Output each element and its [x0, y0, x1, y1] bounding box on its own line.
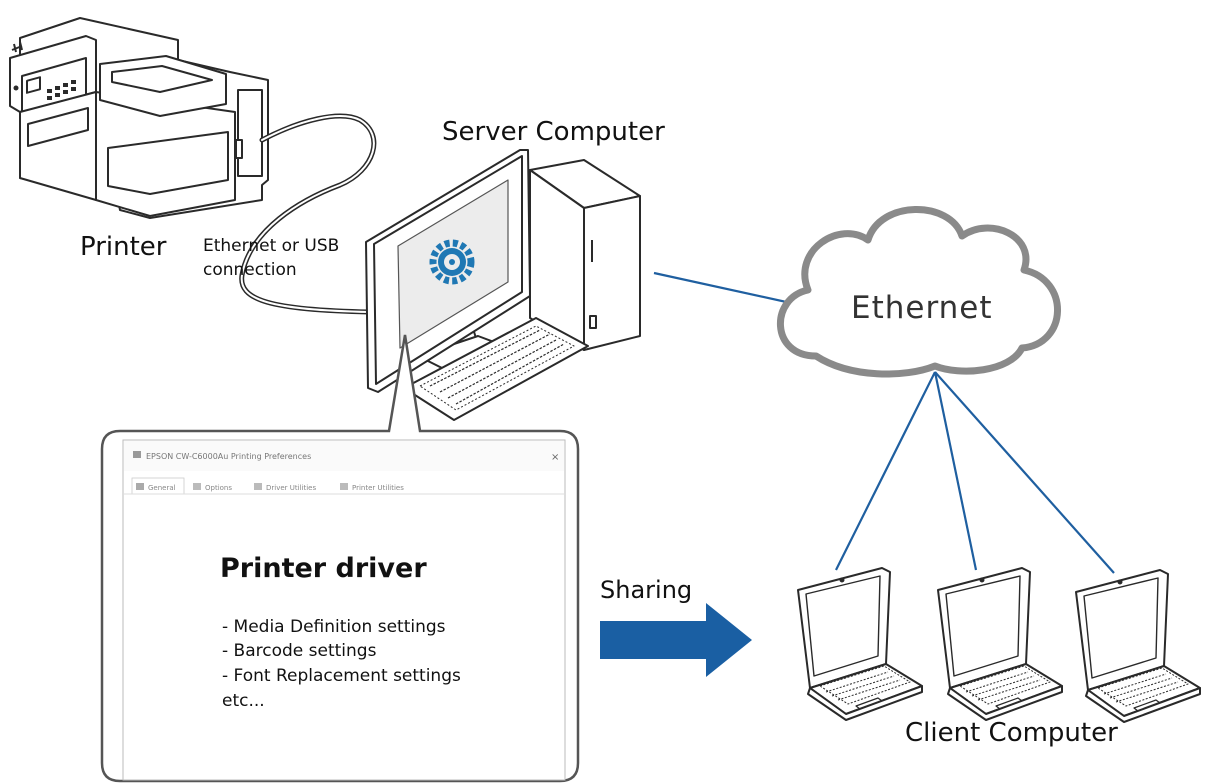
keyboard-icon: [403, 317, 589, 421]
tab-options-icon: [193, 483, 201, 490]
cloud-to-client-3-link: [934, 371, 1115, 574]
dialog-app-icon: [133, 451, 141, 458]
dialog-title: EPSON CW-C6000Au Printing Preferences: [146, 452, 311, 461]
driver-item-font: - Font Replacement settings: [222, 666, 461, 686]
dialog-close-icon[interactable]: ×: [551, 452, 559, 463]
server-to-cloud-link: [653, 271, 801, 307]
tab-driver-utilities-icon: [254, 483, 262, 490]
driver-item-media: - Media Definition settings: [222, 617, 446, 637]
driver-heading: Printer driver: [220, 553, 427, 584]
tab-printer-utilities[interactable]: Printer Utilities: [352, 484, 404, 492]
cloud-to-client-2-link: [933, 371, 978, 571]
sharing-label: Sharing: [600, 576, 692, 604]
driver-item-barcode: - Barcode settings: [222, 641, 377, 661]
connection-label-line1: Ethernet or USB: [203, 236, 339, 256]
connection-label-line2: connection: [203, 260, 297, 280]
tab-options[interactable]: Options: [205, 484, 232, 492]
tab-printer-utilities-icon: [340, 483, 348, 490]
client-laptop-3: [1075, 569, 1201, 723]
ethernet-links: [653, 271, 1115, 574]
printer-icon: [9, 17, 269, 219]
client-laptop-1: [797, 567, 923, 721]
ethernet-cloud-icon: [777, 206, 1061, 378]
sharing-arrow: [600, 603, 752, 677]
client-label: Client Computer: [905, 718, 1118, 748]
server-tower-icon: [529, 159, 641, 351]
client-laptop-2: [937, 567, 1063, 721]
server-label: Server Computer: [442, 117, 665, 147]
tab-driver-utilities[interactable]: Driver Utilities: [266, 484, 316, 492]
cloud-to-client-1-link: [835, 371, 936, 571]
driver-item-etc: etc...: [222, 691, 265, 711]
driver-dialog-window: [122, 439, 566, 781]
printer-label: Printer: [80, 232, 167, 262]
ethernet-label: Ethernet: [851, 290, 993, 326]
gear-icon: [429, 239, 475, 285]
dialog-tab-bar: General Options Driver Utilities Printer…: [124, 477, 564, 495]
tab-general-label: General: [148, 484, 176, 492]
